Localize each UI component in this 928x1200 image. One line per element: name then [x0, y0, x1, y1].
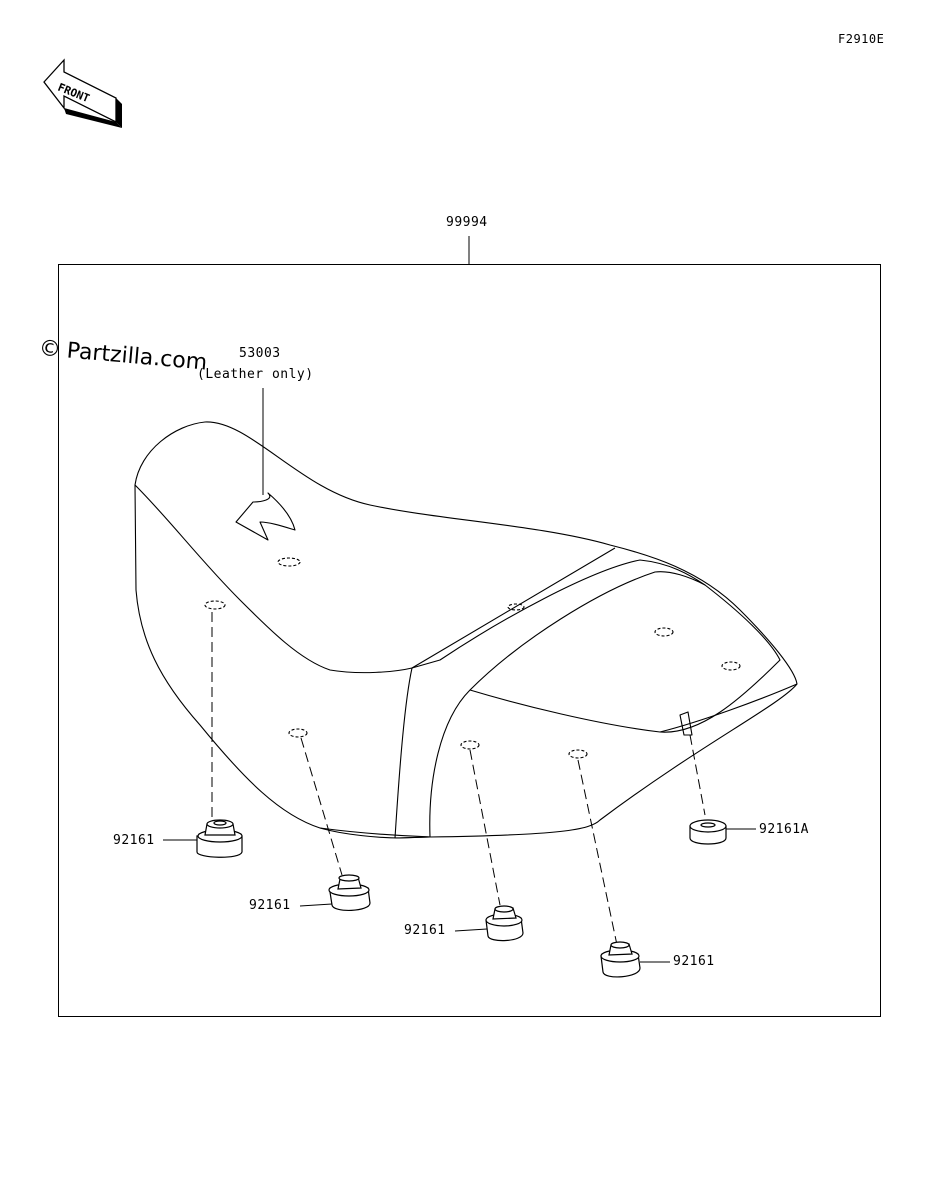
part-note-leather-only: (Leather only) [197, 367, 314, 382]
damper-icon-4 [600, 941, 641, 978]
part-number-92161-c[interactable]: 92161 [404, 923, 446, 938]
damper-icon-5 [689, 819, 727, 845]
part-number-53003[interactable]: 53003 [239, 346, 281, 361]
damper-leaders [211, 612, 706, 946]
part-number-92161-d[interactable]: 92161 [673, 954, 715, 969]
damper-icon-2 [328, 874, 371, 911]
front-arrow-icon: FRONT [43, 58, 122, 128]
label-leaders [163, 828, 756, 963]
seat-illustration [134, 421, 798, 839]
part-number-92161-b[interactable]: 92161 [249, 898, 291, 913]
part-number-92161-a[interactable]: 92161 [113, 833, 155, 848]
damper-icon-1 [196, 819, 243, 858]
damper-icon-3 [485, 905, 524, 942]
diagram-id: F2910E [838, 32, 885, 46]
part-number-92161A[interactable]: 92161A [759, 822, 809, 837]
part-number-99994[interactable]: 99994 [446, 215, 488, 230]
assembly-frame [58, 264, 881, 1017]
